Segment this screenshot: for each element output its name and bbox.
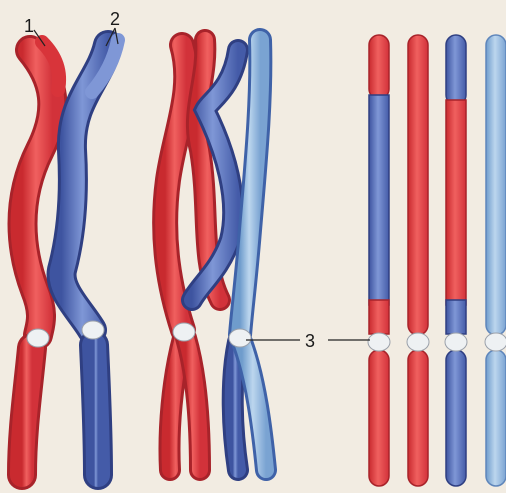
red-chromatid-lower-fill <box>22 348 32 475</box>
stage-1-homolog-pair <box>22 28 118 475</box>
chrom-c-blue-top <box>446 35 466 105</box>
centromere-chrom-a <box>368 333 390 351</box>
chrom-c-blue-mid <box>446 300 466 334</box>
chrom-d-upper <box>486 35 506 335</box>
chrom-a-red-mid <box>369 300 389 334</box>
centromere-chrom-c <box>445 333 467 351</box>
chrom-b-upper <box>408 35 428 335</box>
label-2: 2 <box>110 9 120 29</box>
centromere-red <box>27 329 49 347</box>
chrom-b-lower <box>408 350 428 486</box>
centromere-chrom-d <box>485 333 506 351</box>
chrom-a-red-bottom <box>369 350 389 486</box>
centromere-red-stage2 <box>173 323 195 341</box>
stage-3-recombinant-chromosomes <box>328 35 506 486</box>
centromere-blue-stage2 <box>229 329 251 347</box>
chrom-a-blue-mid <box>369 95 389 305</box>
stage-2-crossing-over <box>165 40 300 470</box>
label-1: 1 <box>24 16 34 36</box>
chrom-d-lower <box>486 350 506 486</box>
centromere-blue <box>82 321 104 339</box>
centromere-chrom-b <box>407 333 429 351</box>
chrom-a-red-top <box>369 35 389 99</box>
label-3: 3 <box>305 331 315 351</box>
chrom-c-red-mid <box>446 100 466 305</box>
chrom-c-blue-bottom <box>446 350 466 486</box>
blue-chromatid-lower-fill <box>94 345 98 475</box>
